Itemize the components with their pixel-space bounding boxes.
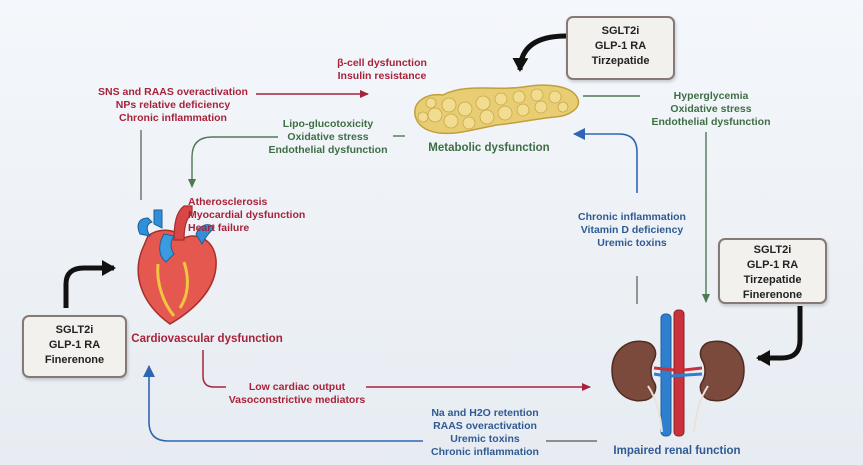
label-line: RAAS overactivation: [433, 420, 537, 432]
label-sns: SNS and RAAS overactivation NPs relative…: [88, 86, 258, 125]
label-line: Heart failure: [188, 222, 250, 234]
node-metabolic: Metabolic dysfunction: [428, 142, 550, 154]
pancreas-icon: [414, 84, 580, 135]
label-beta-cell: β-cell dysfunction Insulin resistance: [322, 57, 442, 83]
node-cardiovascular: Cardiovascular dysfunction: [131, 333, 283, 345]
label-line: Endothelial dysfunction: [268, 144, 388, 156]
label-na-h2o: Na and H2O retention RAAS overactivation…: [420, 407, 550, 459]
label-lipo: Lipo-glucotoxicity Oxidative stress Endo…: [262, 118, 394, 157]
label-line: Insulin resistance: [337, 70, 427, 82]
label-hyper: Hyperglycemia Oxidative stress Endotheli…: [646, 90, 776, 129]
drug-box-right: SGLT2i GLP-1 RA Tirzepatide Finerenone: [718, 238, 827, 304]
arrow-na-to-heart: [143, 365, 423, 442]
drug-box-right-line: SGLT2i: [753, 244, 792, 256]
label-line: Uremic toxins: [450, 433, 520, 445]
label-line: Na and H2O retention: [431, 407, 539, 419]
label-line: SNS and RAAS overactivation: [98, 86, 248, 98]
label-line: Myocardial dysfunction: [188, 209, 306, 221]
drug-box-top: SGLT2i GLP-1 RA Tirzepatide: [566, 16, 675, 80]
drug-box-top-line: GLP-1 RA: [594, 40, 647, 52]
label-line: Lipo-glucotoxicity: [282, 118, 374, 130]
label-line: Low cardiac output: [248, 381, 346, 393]
label-line: Chronic inflammation: [431, 446, 539, 458]
label-line: Hyperglycemia: [673, 90, 749, 102]
drug-box-top-line: SGLT2i: [601, 25, 640, 37]
node-renal: Impaired renal function: [613, 445, 741, 457]
label-line: Endothelial dysfunction: [651, 116, 771, 128]
arrow-lipo-to-heart: [188, 136, 278, 188]
label-line: Oxidative stress: [287, 131, 369, 143]
drug-box-top-line: Tirzepatide: [591, 55, 650, 67]
label-line: Uremic toxins: [597, 237, 667, 249]
drug-box-left-line: Finerenone: [44, 354, 105, 366]
arrow-drugs-right-to-renal: [756, 306, 803, 366]
label-line: β-cell dysfunction: [337, 57, 427, 69]
drug-box-left-line: GLP-1 RA: [48, 339, 101, 351]
label-line: Oxidative stress: [670, 103, 752, 115]
drug-box-left: SGLT2i GLP-1 RA Finerenone: [22, 315, 127, 378]
label-cardiac-output: Low cardiac output Vasoconstrictive medi…: [226, 381, 368, 407]
label-line: Chronic inflammation: [578, 211, 686, 223]
arrow-drugs-left-to-heart: [63, 260, 116, 308]
drug-box-right-line: Tirzepatide: [743, 274, 802, 286]
drug-box-right-line: GLP-1 RA: [746, 259, 799, 271]
label-line: Chronic inflammation: [119, 112, 227, 124]
heart-icon: [137, 205, 217, 325]
drug-box-left-line: SGLT2i: [55, 324, 94, 336]
line-heart-to-output: [202, 350, 226, 388]
kidneys-icon: [611, 309, 745, 437]
drug-box-right-line: Finerenone: [742, 289, 803, 301]
label-chronic: Chronic inflammation Vitamin D deficienc…: [572, 211, 692, 250]
label-line: Vasoconstrictive mediators: [228, 394, 366, 406]
label-line: Atherosclerosis: [188, 196, 268, 208]
label-line: Vitamin D deficiency: [580, 224, 684, 236]
arrow-chronic-to-metabolic: [573, 128, 638, 193]
label-line: NPs relative deficiency: [115, 99, 231, 111]
arrow-drugs-top-to-metabolic: [512, 33, 567, 72]
label-athero: Atherosclerosis Myocardial dysfunction H…: [188, 196, 310, 235]
